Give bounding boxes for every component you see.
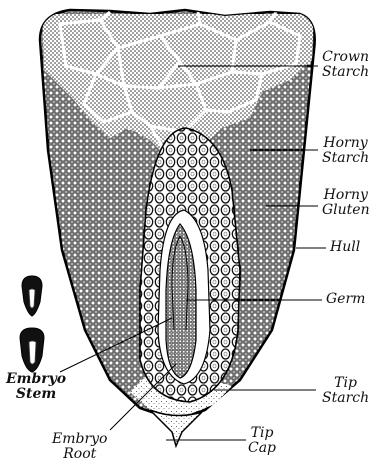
kernel-small-icon-2	[20, 328, 44, 372]
label-embryo-stem: Embryo Stem	[6, 372, 66, 402]
label-crown-starch: Crown Starch	[322, 50, 369, 80]
label-hull: Hull	[330, 240, 360, 255]
label-horny-starch-line2: Starch	[322, 151, 369, 166]
tip-cap	[150, 410, 202, 446]
label-horny-gluten-line2: Gluten	[322, 203, 370, 218]
label-horny-starch-line1: Horny	[322, 136, 369, 151]
label-embryo-stem-line2: Stem	[6, 387, 66, 402]
label-tip-cap-line1: Tip	[248, 426, 276, 441]
label-germ-text: Germ	[326, 292, 365, 307]
label-crown-starch-line1: Crown	[322, 50, 369, 65]
label-embryo-root-line1: Embryo	[52, 432, 108, 447]
label-horny-starch: Horny Starch	[322, 136, 369, 166]
label-tip-cap-line2: Cap	[248, 441, 276, 456]
label-crown-starch-line2: Starch	[322, 65, 369, 80]
label-germ: Germ	[326, 292, 365, 307]
label-tip-cap: Tip Cap	[248, 426, 276, 456]
label-horny-gluten-line1: Horny	[322, 188, 370, 203]
label-tip-starch-line2: Starch	[322, 391, 369, 406]
label-hull-text: Hull	[330, 240, 360, 255]
kernel-small-icon-1	[22, 276, 42, 316]
label-embryo-root-line2: Root	[52, 447, 108, 462]
label-embryo-root: Embryo Root	[52, 432, 108, 462]
label-horny-gluten: Horny Gluten	[322, 188, 370, 218]
label-tip-starch: Tip Starch	[322, 376, 369, 406]
label-embryo-stem-line1: Embryo	[6, 372, 66, 387]
label-tip-starch-line1: Tip	[322, 376, 369, 391]
